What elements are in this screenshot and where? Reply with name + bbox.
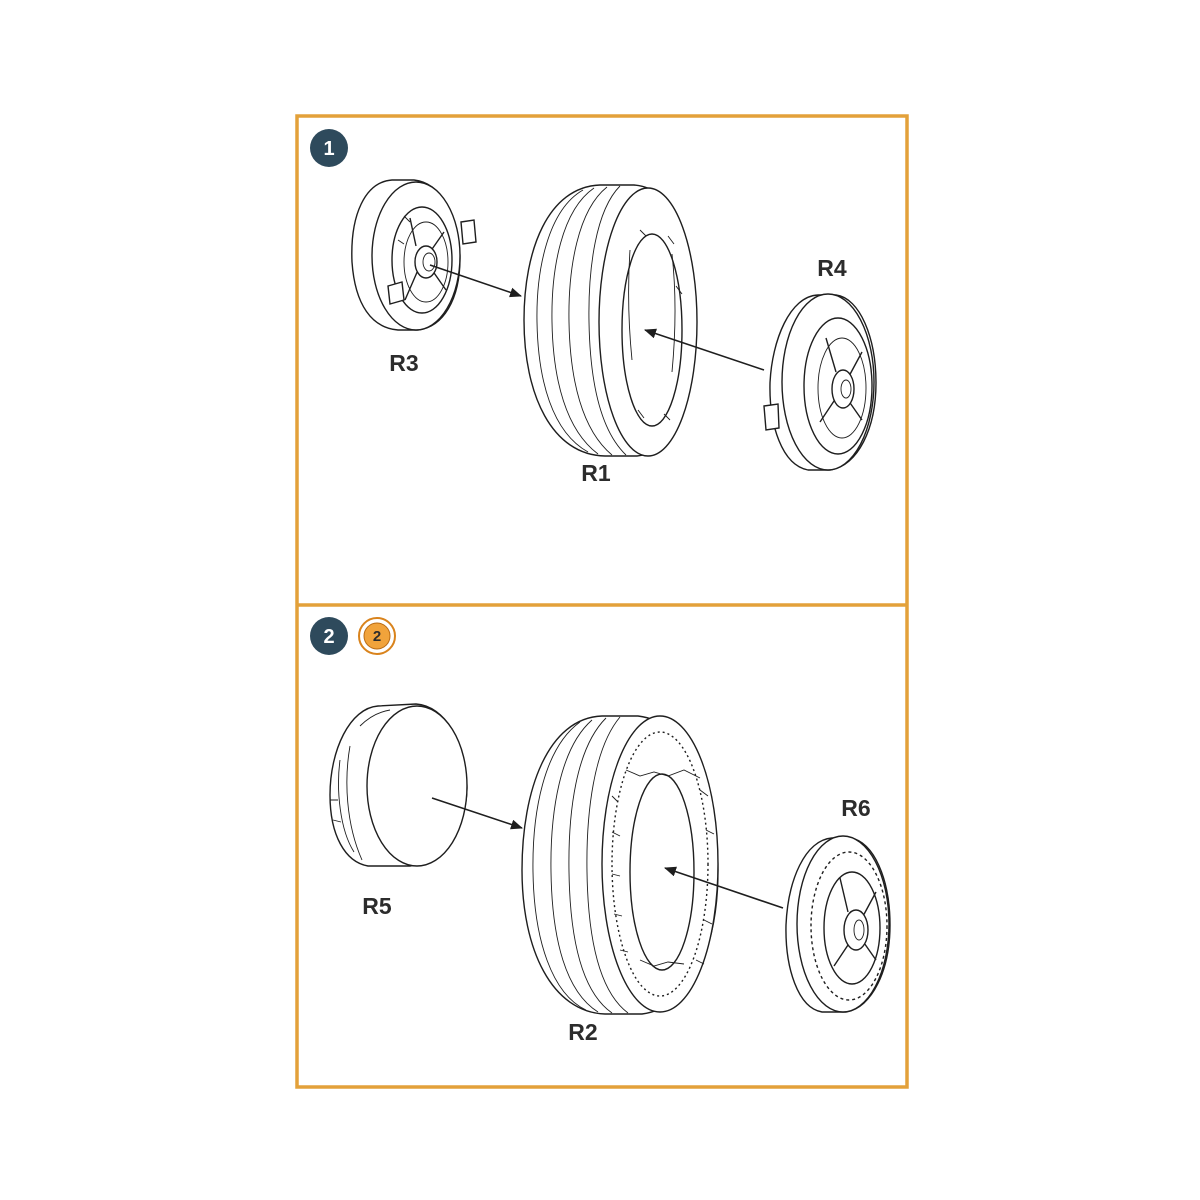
part-r2-tire (521, 715, 719, 1015)
arrow-r5-to-r2 (431, 797, 523, 830)
step-2-panel: 2 2 (310, 617, 891, 1045)
step-1-panel: 1 (310, 129, 877, 486)
step-1-number: 1 (323, 138, 334, 160)
part-r6-hub (785, 835, 891, 1013)
part-label-r2: R2 (568, 1019, 597, 1045)
part-label-r6: R6 (841, 795, 870, 821)
part-label-r5: R5 (362, 893, 392, 919)
alternative-option-badge: 2 (358, 617, 396, 655)
part-r3-hub (351, 179, 477, 331)
part-r1-tire (523, 184, 698, 457)
instruction-frame (295, 114, 909, 1089)
step-2-badge: 2 (310, 617, 348, 655)
step-1-badge: 1 (310, 129, 348, 167)
step-2-number: 2 (323, 626, 334, 648)
alternative-option-number: 2 (373, 628, 381, 645)
part-r5-hub (329, 703, 468, 867)
part-label-r3: R3 (389, 350, 418, 376)
part-r4-hub (763, 293, 877, 471)
part-label-r4: R4 (817, 255, 847, 281)
arrow-r6-to-r2 (664, 866, 784, 909)
part-label-r1: R1 (581, 460, 611, 486)
arrow-r3-to-r1 (429, 264, 522, 298)
arrow-r4-to-r1 (644, 328, 765, 371)
